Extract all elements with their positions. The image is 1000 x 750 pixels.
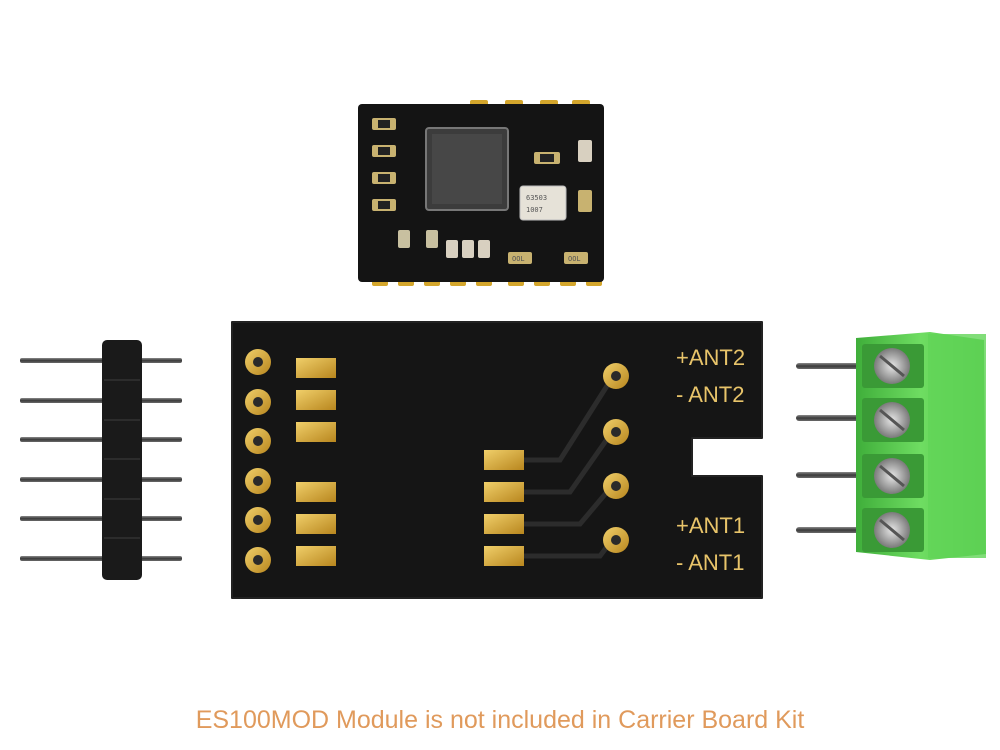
marking-2: OOL xyxy=(568,255,581,263)
es100mod-module: OOL OOL 63503 1007 xyxy=(358,100,604,286)
pin-header xyxy=(20,340,182,580)
terminal-pins xyxy=(796,363,862,533)
header-body xyxy=(102,340,142,580)
terminal-screws xyxy=(862,344,924,552)
module-passives-right xyxy=(534,140,592,212)
carrier-board: +ANT2 - ANT2 +ANT1 - ANT1 xyxy=(231,321,763,599)
marking-1: OOL xyxy=(512,255,525,263)
module-passives-bottom: OOL OOL xyxy=(446,240,588,264)
crystal-line-2: 1007 xyxy=(526,206,543,214)
carrier-right-holes xyxy=(603,363,629,553)
carrier-left-holes xyxy=(245,349,271,573)
label-ant1-plus: +ANT1 xyxy=(676,513,745,538)
crystal-line-1: 63503 xyxy=(526,194,547,202)
carrier-mid-pads xyxy=(484,450,524,566)
module-crystal: 63503 1007 xyxy=(519,185,567,221)
label-ant2-plus: +ANT2 xyxy=(676,345,745,370)
screw-terminal-block xyxy=(796,332,986,560)
carrier-left-pads xyxy=(296,358,336,566)
label-ant2-minus: - ANT2 xyxy=(676,382,744,407)
caption-text: ES100MOD Module is not included in Carri… xyxy=(195,706,805,734)
module-passives-left xyxy=(372,118,438,248)
header-pins xyxy=(20,358,182,561)
label-ant1-minus: - ANT1 xyxy=(676,550,744,575)
